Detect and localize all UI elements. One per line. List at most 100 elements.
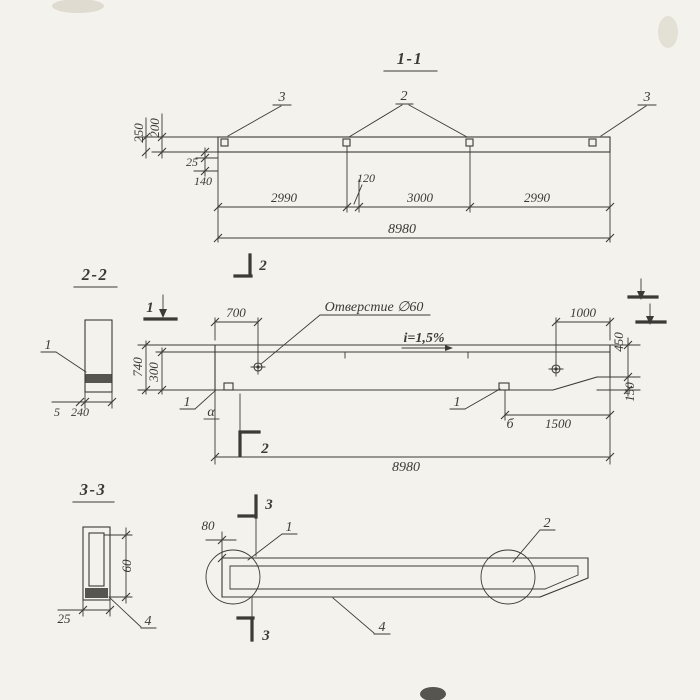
beam-top-view-outline	[217, 136, 611, 153]
cut-3-bottom-label: 3	[261, 628, 270, 644]
dim-250: 250	[131, 123, 146, 143]
dim-25: 25	[186, 155, 198, 169]
cut-1-left-label: 1	[146, 300, 154, 316]
support-notch-left	[223, 382, 234, 391]
cut-2-bottom-label: 2	[260, 441, 269, 457]
dim-60-ticks	[121, 530, 131, 602]
view-section-2-2: 2-2 1 5 240	[40, 265, 118, 419]
callout-1-section22: 1	[45, 338, 52, 353]
hole-annotation-leader	[260, 314, 431, 365]
elev-top-dim-ticks	[210, 317, 615, 327]
elev-top-dim-lines	[214, 317, 611, 364]
cut-3-top-mark	[237, 494, 258, 519]
elev-right-dim-lines	[596, 337, 641, 397]
elev-callout-1-right-leader	[449, 388, 501, 410]
node-label-b: б	[506, 417, 514, 432]
dim-80: 80	[202, 518, 216, 533]
elev-total-dim-ticks	[210, 452, 615, 462]
paper-stain-bottom	[420, 687, 446, 700]
section-2-2-dim-lines	[51, 391, 113, 409]
callout-2-mid: 2	[401, 89, 408, 104]
callout-underlines	[272, 103, 657, 106]
callout-1-leader	[40, 351, 87, 373]
elev-callout-1-left-leader	[179, 389, 217, 410]
cut-1-left-arrowhead-icon	[159, 309, 167, 318]
plan-callout-2-leader	[512, 529, 556, 563]
dim-2990-left: 2990	[271, 190, 298, 205]
section-cut-marks: 2 1	[143, 253, 667, 325]
elev-left-dim-ticks	[141, 340, 167, 395]
section-2-2-plate	[85, 374, 112, 383]
node-label-a: α	[207, 405, 215, 420]
plan-callout-1: 1	[286, 520, 293, 535]
hole-left-cross	[250, 359, 266, 375]
cut-2-top-mark	[233, 253, 253, 278]
slope-annotation: i=1,5%	[403, 331, 444, 346]
plan-callout-4-leader	[332, 597, 391, 635]
dim-700: 700	[226, 305, 246, 320]
section-2-2-dim-ticks	[75, 397, 117, 407]
callout-4-leader	[108, 596, 157, 629]
dim-200: 200	[147, 118, 162, 138]
plan-inner-lines	[229, 565, 579, 590]
dim-140: 140	[194, 174, 212, 188]
total-dim-lines-top	[217, 211, 611, 243]
cut-2-bottom-mark	[238, 430, 261, 457]
callout-4-section33: 4	[145, 614, 152, 629]
left-dim-ticks	[141, 132, 210, 176]
dim-60-lines	[103, 527, 133, 604]
cut-3-top-label: 3	[264, 497, 273, 513]
view-1-1-title: 1-1	[397, 49, 424, 68]
elev-callout-1-left: 1	[184, 395, 191, 410]
dim-5: 5	[54, 405, 60, 419]
plan-callout-1-leader	[247, 533, 298, 561]
dim-120-leader	[353, 184, 363, 205]
section-3-3-title: 3-3	[79, 480, 107, 499]
view-section-1-1: 1-1 3 2 3 250 200 25 140 2990 3000 2990 …	[131, 49, 657, 243]
dim-240: 240	[71, 405, 89, 419]
hole-right-cross	[548, 361, 564, 377]
callout-3-left: 3	[278, 90, 286, 105]
section-3-3-flange-fill	[85, 588, 108, 598]
elev-left-dim-lines	[137, 340, 216, 395]
elev-total-dim-lines	[214, 376, 611, 465]
dim-80-lines	[205, 531, 237, 563]
dim-8980-top: 8980	[388, 222, 416, 237]
paper-stain-right	[658, 16, 678, 48]
dim-150: 150	[622, 382, 637, 402]
section-2-2-title: 2-2	[81, 265, 109, 284]
elev-callout-1-right: 1	[454, 395, 461, 410]
dim-8980-bottom: 8980	[392, 460, 420, 475]
span-extension-lines	[217, 145, 611, 213]
detail-circle-right	[480, 549, 536, 605]
slope-arrowhead-icon	[445, 345, 453, 351]
embed-plate-2	[342, 138, 351, 147]
dim-25-ticks	[78, 605, 115, 615]
dim-1500: 1500	[545, 416, 572, 431]
callout-leader-lines	[227, 104, 647, 138]
view-plan: 3 80 1 2 4 3	[202, 494, 589, 644]
dim-1000: 1000	[570, 305, 597, 320]
cut-3-bottom-mark	[236, 616, 255, 642]
cut-2-top-label: 2	[258, 258, 267, 274]
dim-25-lines	[57, 599, 111, 617]
embed-plate-1	[220, 138, 229, 147]
left-extension-lines	[137, 136, 219, 172]
dim-450: 450	[611, 332, 626, 352]
beam-elevation-outline	[214, 344, 611, 391]
plan-callout-2: 2	[544, 516, 551, 531]
embed-plate-4	[588, 138, 597, 147]
view-elevation: Отверстие ∅60 i=1,5% 700 1000 740 300 45…	[130, 300, 641, 475]
dim-300: 300	[146, 362, 161, 383]
embed-plate-3	[465, 138, 474, 147]
detail-circle-left	[205, 549, 261, 605]
plan-callout-4: 4	[379, 620, 386, 635]
dim-740: 740	[130, 357, 145, 377]
callout-3-right: 3	[643, 90, 651, 105]
plan-outline	[221, 557, 589, 598]
dim-60: 60	[119, 559, 134, 573]
span-dim-ticks	[213, 202, 615, 212]
flange-marks	[344, 351, 469, 359]
support-notch-right	[498, 382, 510, 391]
